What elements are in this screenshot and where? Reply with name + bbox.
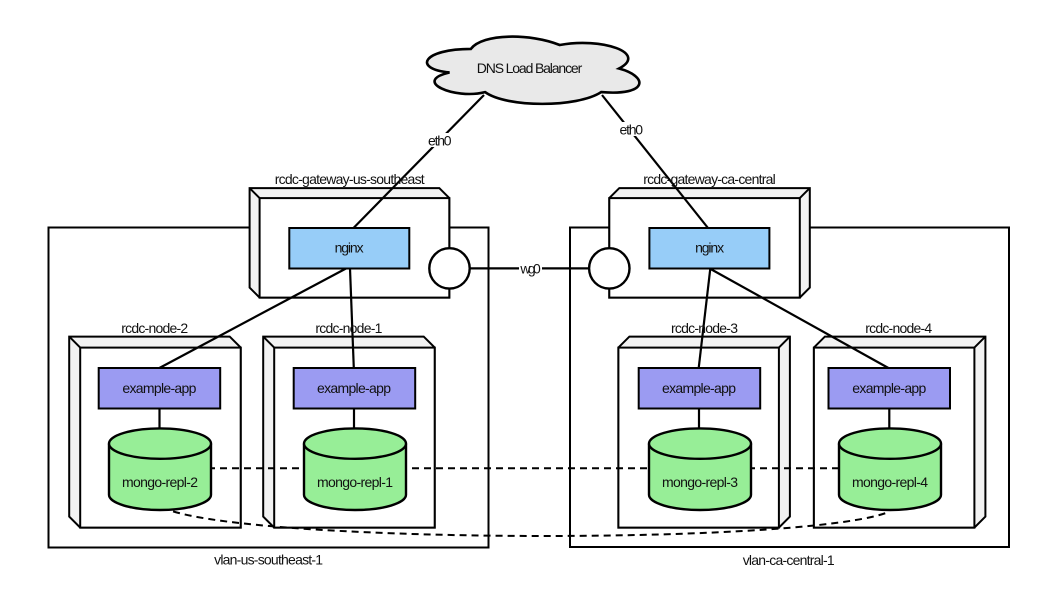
- svg-text:example-app: example-app: [662, 380, 736, 396]
- svg-text:rcdc-node-1: rcdc-node-1: [315, 320, 382, 336]
- svg-text:nginx: nginx: [335, 240, 364, 256]
- svg-text:rcdc-gateway-ca-central: rcdc-gateway-ca-central: [643, 171, 776, 187]
- svg-text:example-app: example-app: [852, 380, 926, 396]
- svg-text:nginx: nginx: [695, 240, 724, 256]
- svg-text:rcdc-node-4: rcdc-node-4: [865, 320, 932, 336]
- svg-text:rcdc-node-2: rcdc-node-2: [121, 320, 188, 336]
- svg-text:rcdc-gateway-us-southeast: rcdc-gateway-us-southeast: [275, 171, 425, 187]
- svg-text:example-app: example-app: [317, 380, 391, 396]
- svg-text:vlan-us-southeast-1: vlan-us-southeast-1: [214, 552, 323, 568]
- svg-text:mongo-repl-3: mongo-repl-3: [662, 474, 738, 490]
- svg-text:rcdc-node-3: rcdc-node-3: [671, 320, 738, 336]
- svg-text:DNS Load Balancer: DNS Load Balancer: [477, 60, 583, 76]
- svg-text:mongo-repl-1: mongo-repl-1: [317, 474, 393, 490]
- svg-text:eth0: eth0: [428, 133, 452, 149]
- svg-text:example-app: example-app: [122, 380, 196, 396]
- svg-text:wg0: wg0: [519, 261, 541, 277]
- svg-text:eth0: eth0: [620, 122, 644, 138]
- svg-text:vlan-ca-central-1: vlan-ca-central-1: [743, 552, 835, 568]
- svg-text:mongo-repl-4: mongo-repl-4: [852, 474, 928, 490]
- svg-text:mongo-repl-2: mongo-repl-2: [122, 474, 198, 490]
